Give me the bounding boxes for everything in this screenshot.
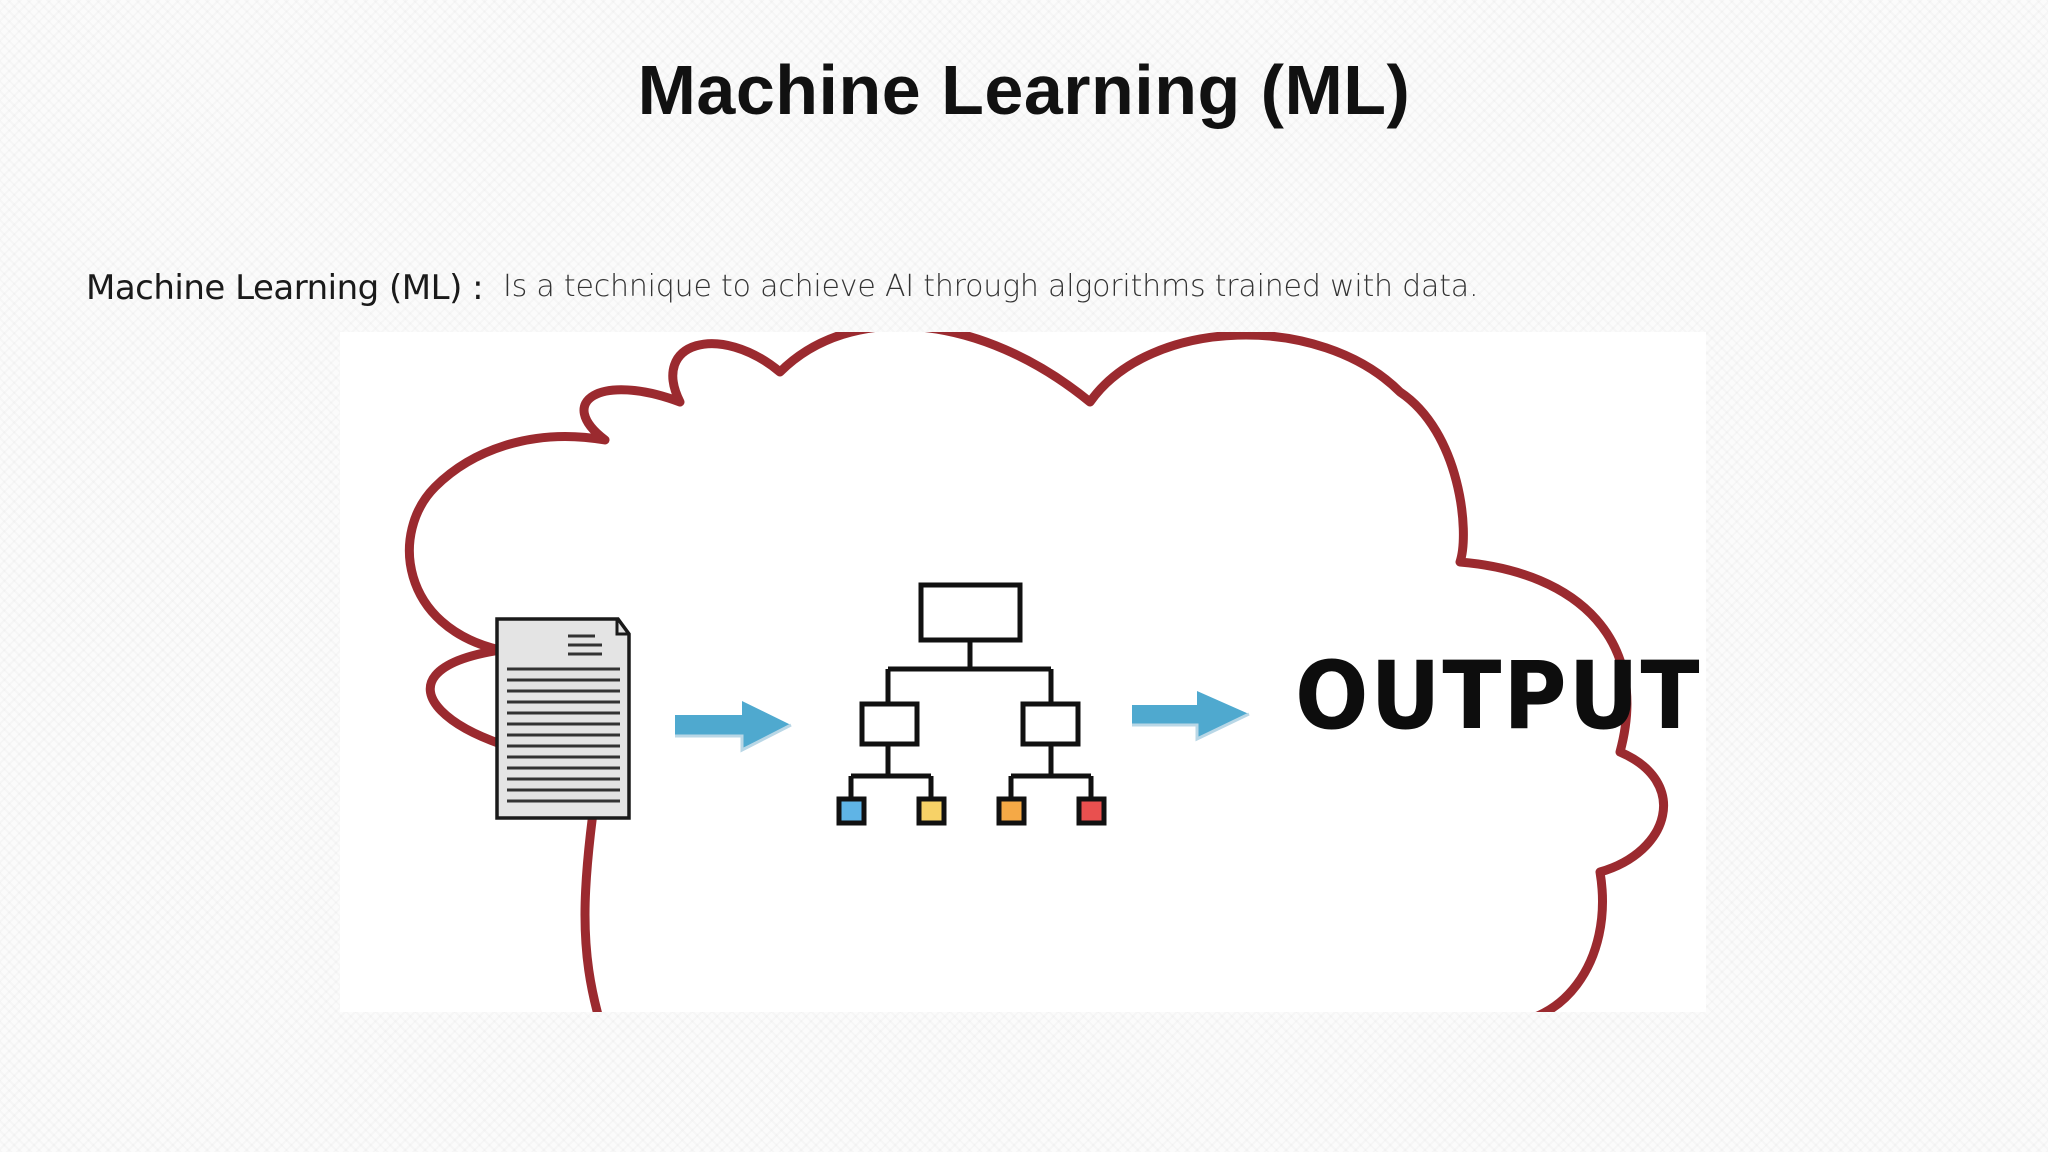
- leaf-node-red: [1076, 796, 1107, 826]
- leaf-node-orange: [996, 796, 1027, 826]
- decision-tree-icon: [836, 582, 1107, 826]
- leaf-node-blue: [836, 796, 867, 826]
- definition-term: Machine Learning (ML) :: [86, 268, 484, 308]
- ml-diagram-svg: [404, 332, 1668, 1012]
- right-arrow-icon: [1132, 691, 1250, 742]
- document-icon: [495, 617, 631, 820]
- slide-title: Machine Learning (ML): [637, 51, 1411, 129]
- leaf-node-yellow: [916, 796, 947, 826]
- ml-diagram-image: OUTPUT: [340, 332, 1706, 1012]
- right-arrow-icon: [675, 701, 792, 753]
- definition-text: Is a technique to achieve AI through alg…: [503, 269, 1479, 304]
- output-label: OUTPUT: [1295, 642, 1702, 751]
- cloud-outline: [404, 332, 1668, 1012]
